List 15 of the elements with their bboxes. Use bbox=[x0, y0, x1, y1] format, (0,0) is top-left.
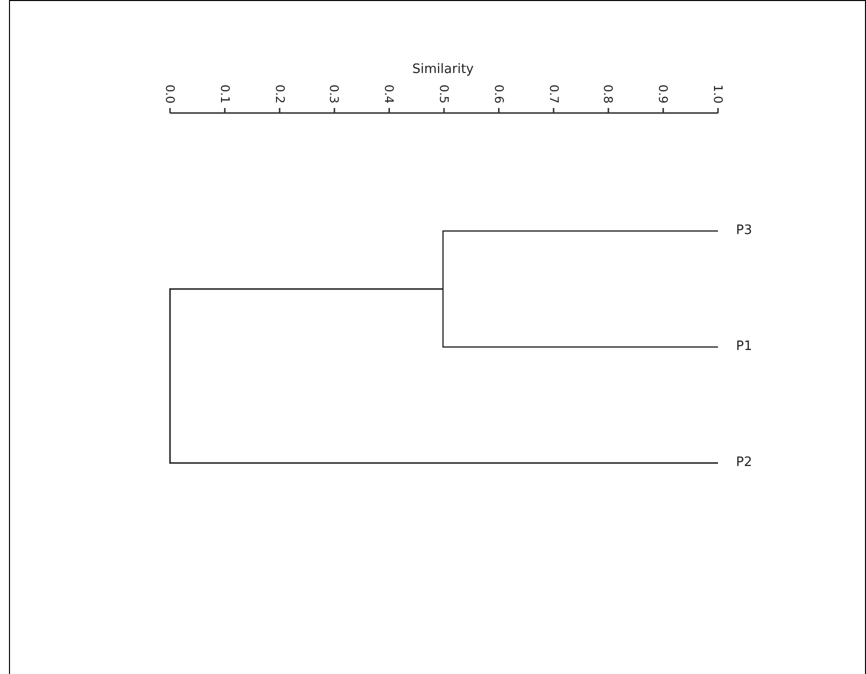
tick-label: 0.2 bbox=[272, 83, 287, 106]
tick-label: 0.8 bbox=[601, 83, 616, 106]
axis-title: Similarity bbox=[411, 62, 475, 78]
tick-label: 0.9 bbox=[656, 83, 670, 106]
leaf-label: P3 bbox=[736, 223, 752, 239]
tick-label: 0.0 bbox=[163, 83, 177, 106]
tick-label: 0.6 bbox=[492, 83, 506, 106]
leaf-label: P2 bbox=[736, 455, 752, 471]
tick-label: 0.3 bbox=[327, 83, 342, 106]
leaf-label: P1 bbox=[736, 339, 752, 355]
tick-label: 0.4 bbox=[382, 83, 396, 106]
tick-label: 1.0 bbox=[711, 83, 725, 106]
tick-label: 0.1 bbox=[218, 83, 232, 106]
tick-label: 0.7 bbox=[546, 83, 561, 106]
tick-label: 0.5 bbox=[437, 83, 451, 106]
